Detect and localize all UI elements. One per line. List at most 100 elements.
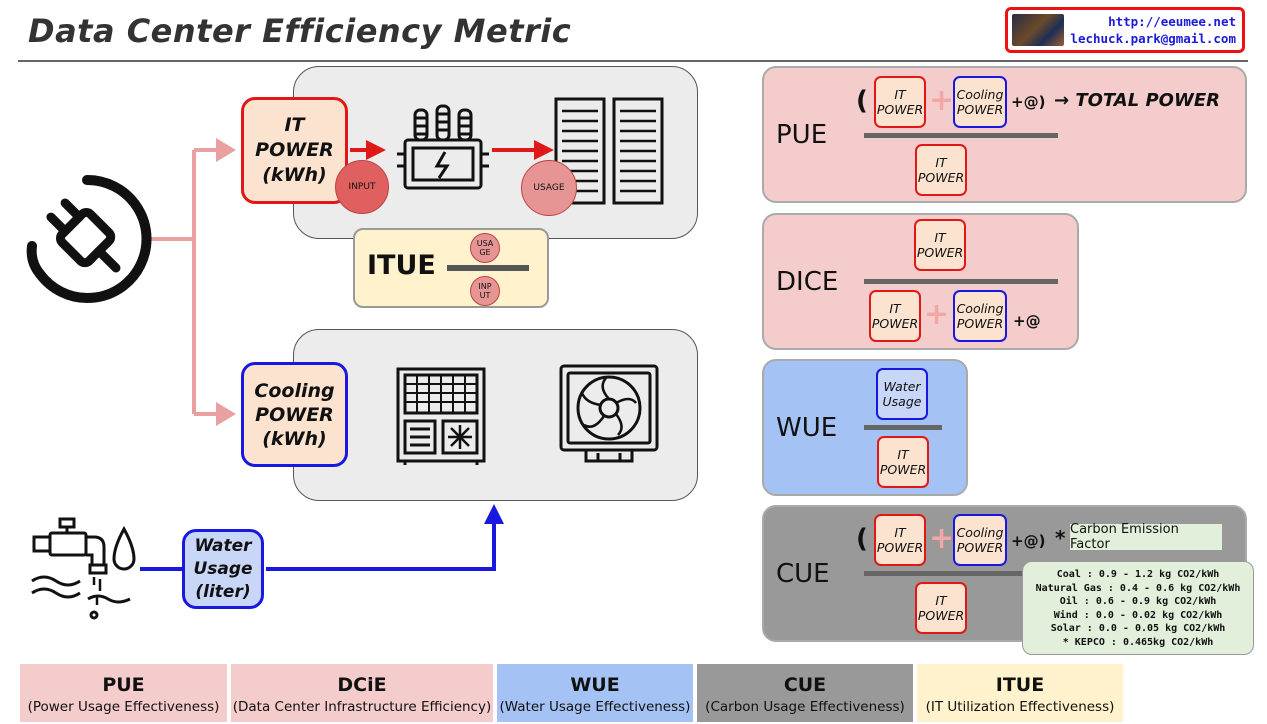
legend-pue: PUE (Power Usage Effectiveness) [20, 664, 227, 722]
water-faucet-icon [31, 517, 136, 620]
it-power-label: IT [284, 114, 305, 136]
contact-email[interactable]: lechuck.park@gmail.com [1070, 31, 1236, 46]
legend-dcie-abbr: DCiE [337, 674, 387, 696]
wue-num-text-1: Water [883, 379, 921, 394]
pue-plus-at: +@) [1011, 93, 1046, 111]
factor-row: Coal : 0.9 - 1.2 kg CO2/kWh [1056, 569, 1220, 580]
dcie-it-text-1: IT [889, 301, 901, 316]
wue-num-text-2: Usage [882, 394, 922, 409]
wue-label: WUE [776, 413, 838, 443]
cue-multiply: * [1055, 526, 1066, 550]
cooling-unit-icon [396, 367, 486, 465]
pue-cool-text-1: Cooling [956, 87, 1004, 102]
water-usage-label-2: Usage [193, 558, 253, 579]
water-to-cooling-arrow [266, 504, 504, 571]
cooling-equipment-panel [293, 329, 698, 501]
legend-cue-full: (Carbon Usage Effectiveness) [705, 699, 905, 715]
carbon-emission-factor-label: Carbon Emission Factor [1070, 522, 1222, 552]
dcie-num-text-2: POWER [916, 245, 964, 260]
legend-dcie-full: (Data Center Infrastructure Efficiency) [232, 699, 492, 715]
dcie-it-text-2: POWER [871, 316, 919, 331]
cooling-power-label: Cooling [254, 379, 335, 402]
wue-den-text-2: POWER [879, 462, 927, 477]
factor-row: Oil : 0.6 - 0.9 kg CO2/kWh [1059, 596, 1217, 607]
factor-row: Natural Gas : 0.4 - 0.6 kg CO2/kWh [1035, 582, 1241, 594]
legend-wue: WUE (Water Usage Effectiveness) [497, 664, 693, 722]
pue-open-paren: ( [856, 86, 868, 116]
contact-url[interactable]: http://eeumee.net [1108, 14, 1236, 29]
dcie-num-text-1: IT [934, 230, 946, 245]
it-power-label-2: POWER [255, 139, 334, 161]
dcie-plus-sign: + [924, 297, 950, 332]
cue-fraction-bar [864, 571, 1058, 576]
transformer-icon [397, 104, 489, 190]
legend-itue-abbr: ITUE [995, 674, 1045, 696]
legend-cue: CUE (Carbon Usage Effectiveness) [697, 664, 913, 722]
fan-icon [559, 364, 659, 463]
factor-row: * KEPCO : 0.465kg CO2/kWh [1062, 636, 1214, 648]
dcie-plus-at: +@ [1013, 312, 1041, 330]
cue-den-text-1: IT [935, 593, 947, 608]
cue-open-paren: ( [856, 524, 868, 554]
emission-factor-table: Coal : 0.9 - 1.2 kg CO2/kWh Natural Gas … [1022, 561, 1254, 655]
title-divider [18, 60, 1248, 62]
cue-cool-text-1: Cooling [956, 525, 1004, 540]
pue-plus-sign: + [929, 83, 955, 118]
wue-den-text-1: IT [897, 447, 909, 462]
pue-den-text-1: IT [935, 155, 947, 170]
pue-total-power: → TOTAL POWER [1054, 90, 1220, 111]
factor-row: Wind : 0.0 - 0.02 kg CO2/kWh [1053, 609, 1223, 621]
cooling-power-unit: (kWh) [262, 427, 327, 450]
pue-it-text-1: IT [894, 87, 906, 102]
itue-den-text-1: INP [478, 282, 492, 291]
legend-wue-abbr: WUE [570, 674, 620, 696]
legend-wue-full: (Water Usage Effectiveness) [499, 699, 691, 715]
legend-cue-abbr: CUE [783, 674, 827, 696]
legend-pue-abbr: PUE [102, 674, 145, 696]
cue-cool-text-2: POWER [956, 540, 1004, 555]
avatar [1012, 14, 1064, 46]
itue-num-text-1: USA [476, 239, 494, 248]
page-title: Data Center Efficiency Metric [28, 12, 572, 50]
wue-fraction-bar [864, 425, 942, 430]
water-usage-label: Water [194, 535, 252, 556]
itue-num-text-2: GE [479, 248, 491, 257]
cue-it-text-1: IT [894, 525, 906, 540]
itue-fraction-bar [447, 265, 529, 271]
factor-row: Solar : 0.0 - 0.05 kg CO2/kWh [1050, 623, 1226, 634]
pue-cool-text-2: POWER [956, 102, 1004, 117]
water-usage-unit: (liter) [195, 581, 251, 602]
pue-den-text-2: POWER [917, 170, 965, 185]
dcie-label: DICE [776, 267, 839, 297]
legend-itue: ITUE (IT Utilization Effectiveness) [917, 664, 1123, 722]
pue-label: PUE [776, 120, 828, 150]
pue-fraction-bar [864, 133, 1058, 138]
legend-itue-full: (IT Utilization Effectiveness) [925, 699, 1115, 715]
cue-it-text-2: POWER [876, 540, 924, 555]
server-rack-icon [554, 97, 664, 205]
legend-dcie: DCiE (Data Center Infrastructure Efficie… [231, 664, 493, 722]
dcie-fraction-bar [864, 279, 1058, 284]
cue-den-text-2: POWER [917, 608, 965, 623]
cue-plus-at: +@) [1011, 532, 1046, 550]
cue-label: CUE [776, 559, 830, 589]
pue-it-text-2: POWER [876, 102, 924, 117]
itue-den-text-2: UT [479, 291, 491, 300]
